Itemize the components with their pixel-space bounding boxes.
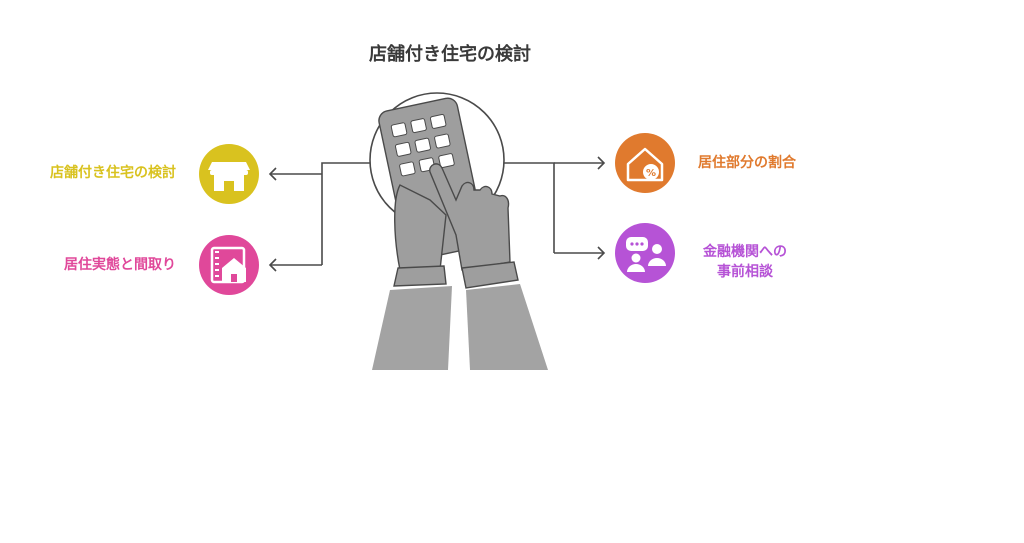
diagram-title: 店舗付き住宅の検討 (369, 44, 531, 65)
item-1-icon (199, 144, 259, 204)
storefront-icon (208, 162, 250, 191)
house-percent-icon: % (626, 147, 664, 182)
calculator-hands-icon (369, 92, 548, 370)
arrow-left-1 (268, 167, 277, 181)
item-3-label: 居住部分の割合 (698, 155, 796, 171)
item-2-label: 居住実態と間取り (64, 257, 176, 273)
item-4-label-line2: 事前相談 (717, 264, 773, 280)
item-4-icon (615, 223, 675, 283)
connectors (268, 156, 606, 272)
arrow-left-2 (268, 258, 277, 272)
consultation-icon (626, 237, 666, 272)
connector-right-trunk (503, 162, 555, 253)
item-1-label: 店舗付き住宅の検討 (50, 165, 176, 181)
arrow-right-2 (597, 246, 606, 260)
arrow-right-1 (597, 156, 606, 170)
item-2-icon (199, 235, 259, 295)
connector-left-trunk (321, 162, 372, 265)
item-3-icon: % (615, 133, 675, 193)
item-4-label-line1: 金融機関への (703, 244, 787, 260)
house-floorplan-icon (210, 246, 246, 284)
item-4-label: 金融機関への 事前相談 (690, 242, 800, 282)
svg-text:%: % (646, 168, 656, 179)
